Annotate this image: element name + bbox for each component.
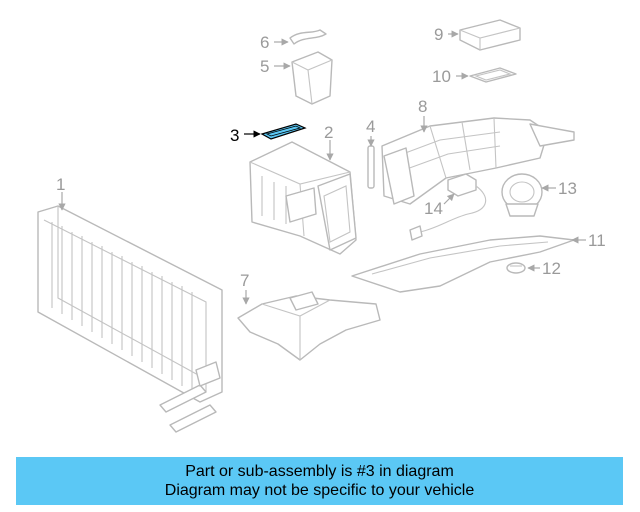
callout-6: 6	[260, 33, 269, 52]
part-8-blower-case	[381, 117, 575, 205]
callout-9: 9	[434, 25, 443, 44]
callout-5: 5	[260, 57, 269, 76]
callout-13: 13	[558, 179, 577, 198]
part-12-fastener	[506, 262, 526, 274]
callout-4: 4	[366, 117, 375, 136]
callout-12: 12	[542, 259, 561, 278]
callout-2: 2	[324, 123, 333, 142]
leader-lines	[58, 30, 586, 305]
callout-1: 1	[56, 175, 65, 194]
part-14-resistor	[409, 173, 487, 241]
banner-line-disclaimer: Diagram may not be specific to your vehi…	[164, 482, 475, 499]
part-2-heater-housing	[249, 141, 357, 255]
part-5-duct	[291, 51, 333, 105]
part-9-cover	[459, 19, 521, 51]
callout-3-highlighted: 3	[230, 126, 239, 145]
part-10-filter	[469, 67, 517, 83]
callout-labels: 1 2 3 4 5 6 7 8 9 10 11 12 13 14	[56, 25, 606, 290]
part-4-rod	[367, 145, 375, 189]
callout-14: 14	[424, 199, 443, 218]
info-banner: Part or sub-assembly is #3 in diagram Di…	[16, 457, 623, 505]
part-11-panel	[351, 235, 575, 293]
callout-10: 10	[432, 67, 451, 86]
part-1-heater-core	[37, 205, 223, 433]
callout-7: 7	[240, 271, 249, 290]
callout-11: 11	[588, 231, 606, 250]
parts-diagram: 1 2 3 4 5 6 7 8 9 10 11 12 13 14	[37, 19, 606, 433]
part-3-seal-highlighted	[260, 123, 307, 140]
part-7-lower-duct	[237, 291, 381, 361]
banner-line-part-number: Part or sub-assembly is #3 in diagram	[185, 463, 454, 480]
part-6-hose	[289, 29, 327, 45]
part-13-blower-motor	[501, 173, 543, 217]
callout-8: 8	[418, 97, 427, 116]
